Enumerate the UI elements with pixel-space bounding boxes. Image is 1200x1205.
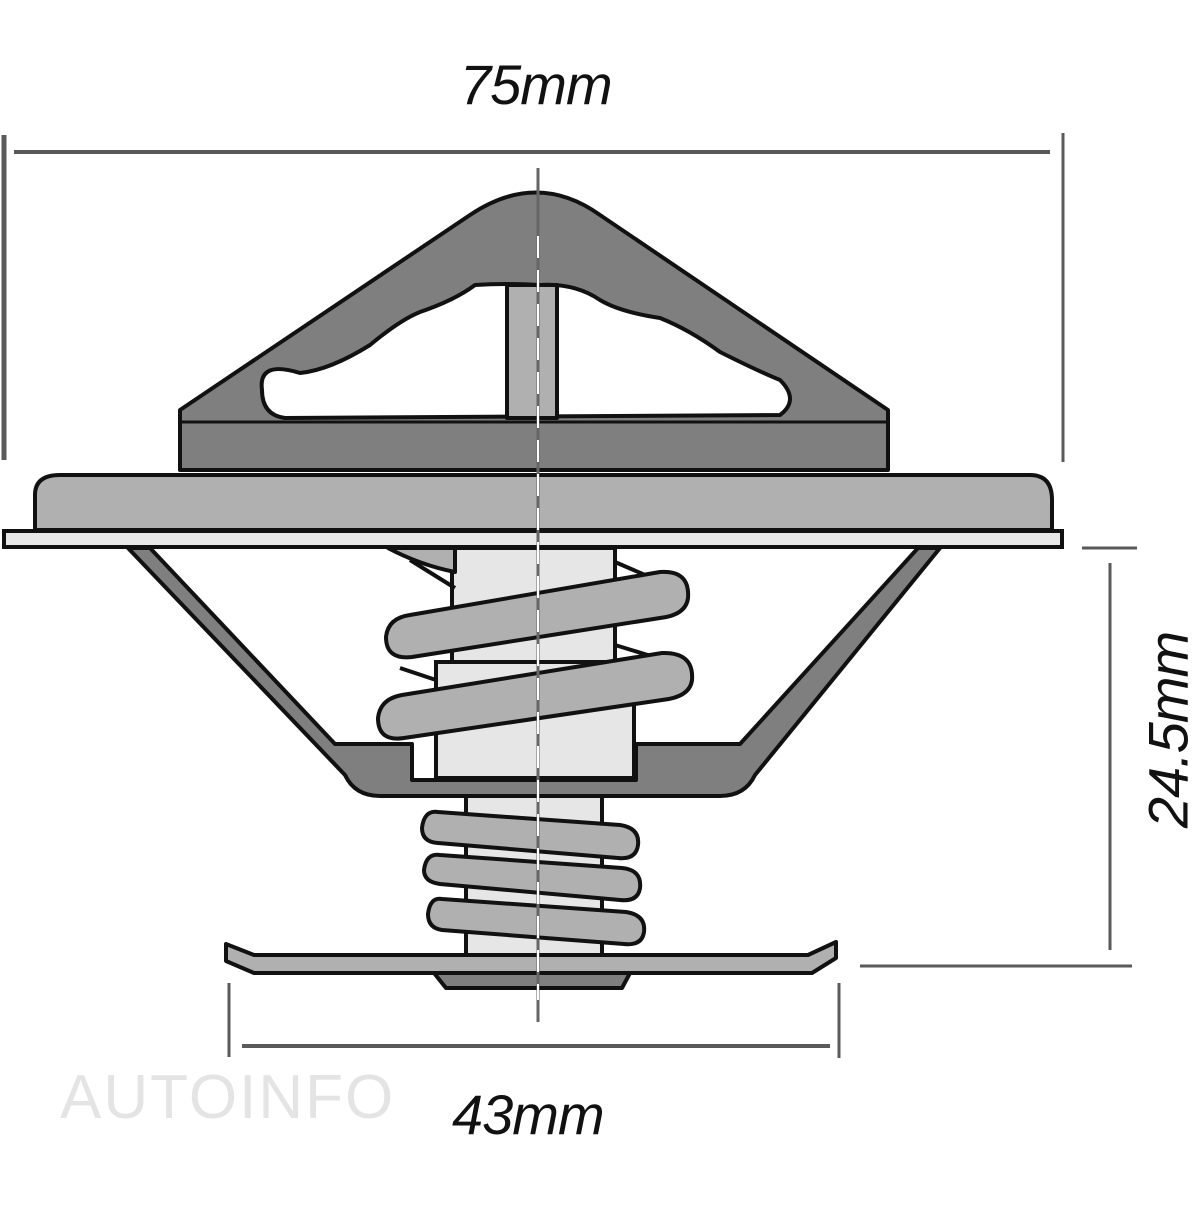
watermark-logo: AUTOINFO — [60, 1062, 395, 1133]
diameter-dimension-label: 43mm — [452, 1082, 604, 1147]
lower-spring — [422, 812, 644, 944]
height-dimension-label: 24.5mm — [1136, 632, 1200, 828]
flange — [4, 475, 1062, 547]
top-bridge — [180, 193, 888, 471]
width-dimension-label: 75mm — [460, 52, 612, 117]
